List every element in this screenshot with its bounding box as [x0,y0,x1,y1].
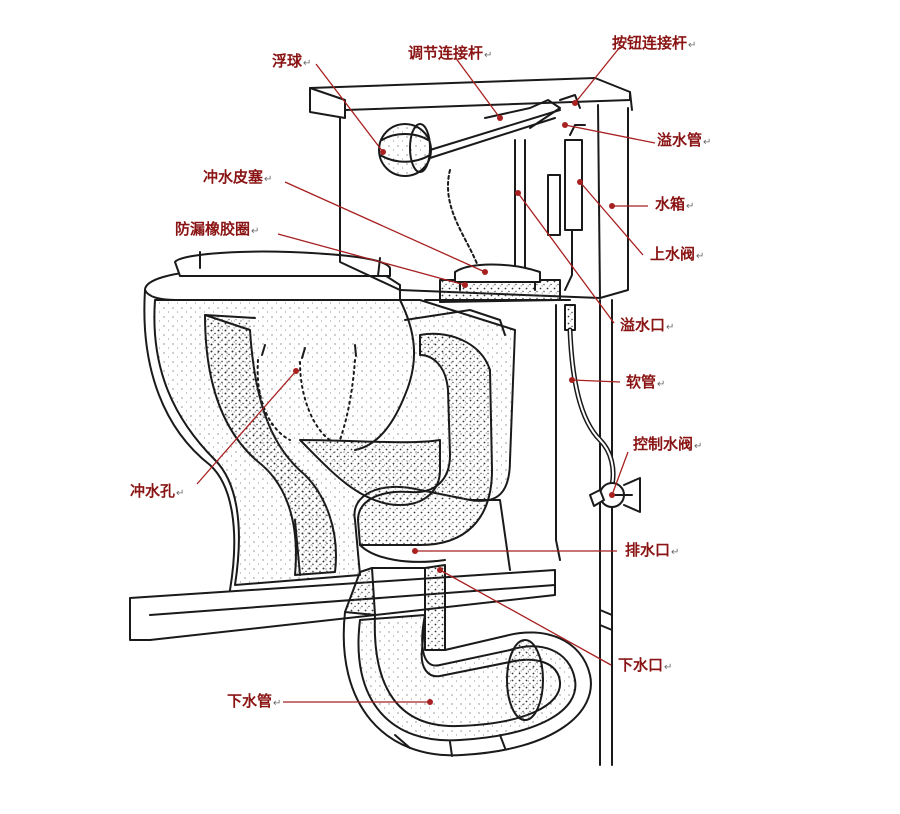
label-inlet-valve: 上水阀↵ [650,245,705,263]
label-adjust-rod: 调节连接杆↵ [408,44,493,62]
leader-hose [571,379,621,383]
stipple-overlays [208,318,336,575]
label-button-rod: 按钮连接杆↵ [612,34,697,52]
label-leakproof-ring: 防漏橡胶圈↵ [175,220,260,238]
label-flush-holes: 冲水孔↵ [130,482,185,500]
floor-slab [129,569,556,641]
tank-shape [309,77,633,303]
leader-lines [196,46,656,703]
leader-overflow-port [517,192,615,324]
label-overflow-tube: 溢水管↵ [657,131,712,149]
label-float-ball: 浮球↵ [272,52,312,70]
label-lower-outlet: 下水口↵ [618,656,673,674]
wall [599,299,613,766]
label-hose: 软管↵ [626,373,666,391]
label-flush-flapper: 冲水皮塞↵ [203,168,273,186]
leader-overflow-tube [564,124,656,144]
leader-control-valve [611,451,629,496]
label-drain-pipe: 下水管↵ [227,692,282,710]
label-drain-outlet: 排水口↵ [625,541,680,559]
label-tank: 水箱↵ [655,195,695,213]
supply-hose-valve [555,304,641,561]
tank-internals [378,94,586,291]
label-control-valve: 控制水阀↵ [633,435,703,453]
label-overflow-port: 溢水口↵ [620,316,675,334]
leader-button-rod [574,46,621,104]
leader-inlet-valve [579,181,644,256]
leader-lower-outlet [439,569,612,666]
leader-leakproof-ring [277,233,466,286]
leader-flush-holes [196,370,297,485]
leader-adjust-rod [454,56,501,119]
leader-flush-flapper [284,181,486,273]
leader-dots [293,100,615,705]
lower-outlet-flange [344,564,446,651]
drain-pipe-shape [342,611,592,757]
leader-float-ball [315,63,384,153]
